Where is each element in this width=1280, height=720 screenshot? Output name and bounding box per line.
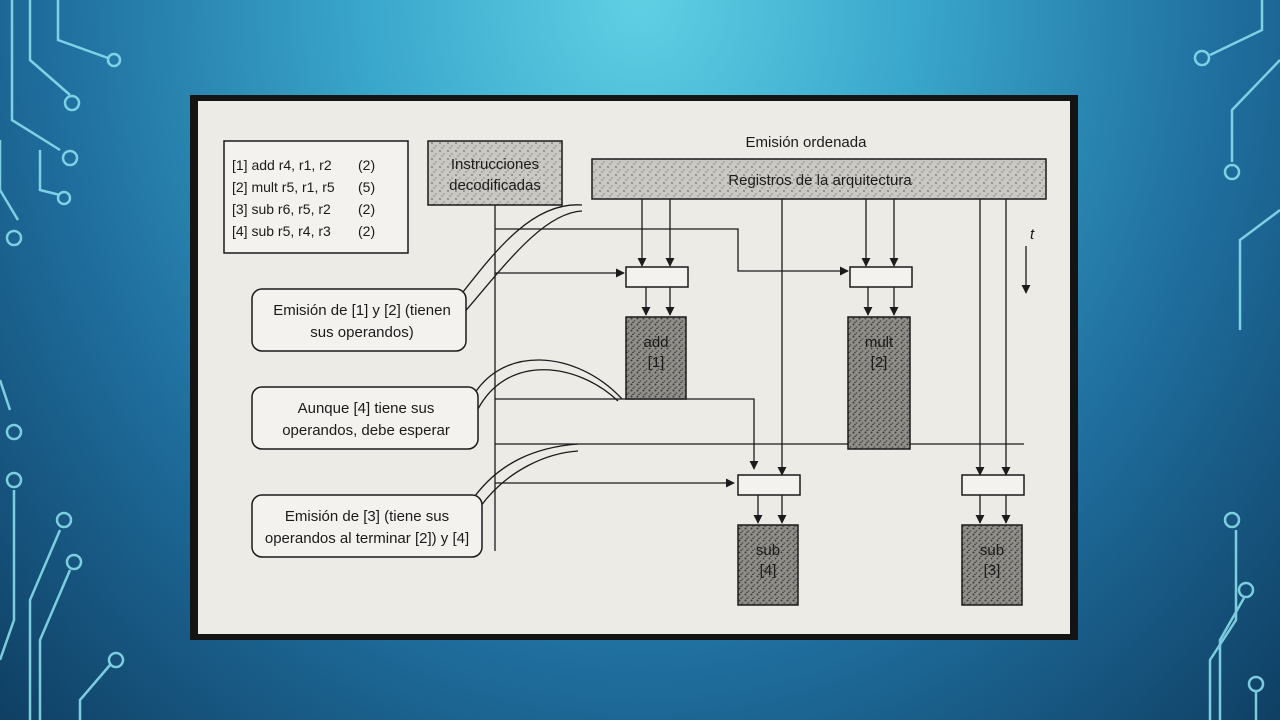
issue-diagram: [1] add r4, r1, r2 (2) [2] mult r5, r1, …: [223, 134, 1047, 606]
instruction-text: [2] mult r5, r1, r5: [232, 179, 335, 195]
route-to-sub4: [495, 398, 759, 470]
sub3-latch: [961, 474, 1025, 496]
callout-issue-3-4: Emisión de [3] (tiene sus operandos al t…: [251, 443, 579, 558]
instruction-latency: (2): [358, 223, 375, 239]
unit-id: [4]: [760, 562, 777, 579]
instruction-latency: (5): [358, 179, 375, 195]
mult-latch: [849, 266, 913, 288]
unit-op: mult: [865, 334, 894, 351]
decoded-line-2: decodificadas: [449, 177, 541, 194]
sub4-unit: sub [4]: [737, 524, 799, 606]
unit-op: add: [643, 334, 668, 351]
callout-line-2: operandos al terminar [2]) y [4]: [265, 530, 469, 547]
mult-unit: mult [2]: [847, 316, 911, 450]
instruction-text: [3] sub r6, r5, r2: [232, 201, 331, 217]
sub3-unit: sub [3]: [961, 524, 1023, 606]
add-unit: add [1]: [625, 316, 687, 400]
unit-id: [1]: [648, 354, 665, 371]
instruction-text: [1] add r4, r1, r2: [232, 157, 332, 173]
callout-line-1: Emisión de [3] (tiene sus: [285, 508, 449, 525]
instruction-text: [4] sub r5, r4, r3: [232, 223, 331, 239]
registers-label: Registros de la arquitectura: [728, 172, 912, 189]
callout-line-2: sus operandos): [310, 324, 413, 341]
unit-op: sub: [756, 542, 780, 559]
callout-line-1: Aunque [4] tiene sus: [298, 400, 435, 417]
callout-wait-4: Aunque [4] tiene sus operandos, debe esp…: [251, 359, 623, 450]
slide-frame: [1] add r4, r1, r2 (2) [2] mult r5, r1, …: [190, 95, 1078, 640]
add-latch: [625, 266, 689, 288]
issue-title: Emisión ordenada: [746, 134, 868, 151]
sub4-latch: [737, 474, 801, 496]
instruction-list: [1] add r4, r1, r2 (2) [2] mult r5, r1, …: [223, 140, 409, 254]
route-to-mult: [495, 228, 849, 276]
callout-line-2: operandos, debe esperar: [282, 422, 450, 439]
unit-op: sub: [980, 542, 1004, 559]
scanned-diagram: [1] add r4, r1, r2 (2) [2] mult r5, r1, …: [198, 101, 1070, 634]
unit-id: [3]: [984, 562, 1001, 579]
decoded-line-1: Instrucciones: [451, 156, 539, 173]
decoded-instructions-box: Instrucciones decodificadas: [427, 140, 563, 206]
unit-id: [2]: [871, 354, 888, 371]
architecture-registers: Registros de la arquitectura: [591, 158, 1047, 200]
instruction-latency: (2): [358, 157, 375, 173]
callout-line-1: Emisión de [1] y [2] (tienen: [273, 302, 451, 319]
instruction-latency: (2): [358, 201, 375, 217]
time-axis-label: t: [1030, 226, 1035, 243]
callout-issue-1-2: Emisión de [1] y [2] (tienen sus operand…: [251, 204, 583, 352]
